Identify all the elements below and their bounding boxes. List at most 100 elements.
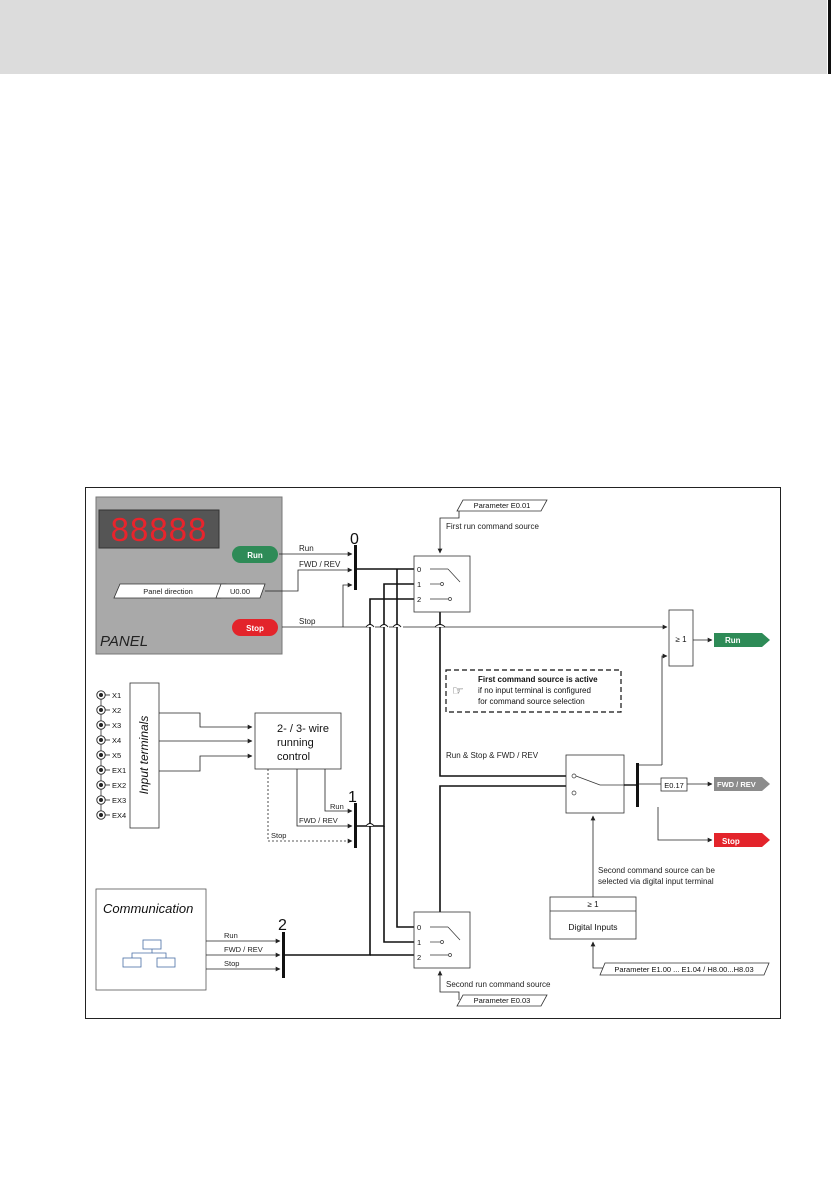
first-source-parameter: Parameter E0.01 [456, 499, 548, 512]
terminal-label: X5 [112, 751, 121, 760]
diagram-frame [85, 487, 781, 1019]
panel-stop-signal: Stop [299, 617, 316, 626]
digital-inputs-caption1: Second command source can be [598, 866, 716, 875]
panel-run-signal: Run [299, 544, 314, 553]
terminal-dot [99, 798, 103, 802]
hand-pointer-icon: ☞ [452, 683, 464, 698]
comm-run-signal: Run [224, 931, 238, 940]
combined-signal-label: Run & Stop & FWD / REV [446, 751, 539, 760]
second-switch-pos-0: 0 [417, 923, 421, 932]
digital-inputs-caption2: selected via digital input terminal [598, 877, 714, 886]
wire-control-output-lines [267, 769, 353, 844]
e017-field: E0.17 [660, 777, 688, 792]
run-output-label: Run [725, 636, 741, 645]
bus-1 [354, 803, 357, 848]
panel-direction-field: Panel direction U0.00 [113, 583, 266, 599]
panel-fwd-rev-signal: FWD / REV [299, 560, 341, 569]
second-source-switch: 0 1 2 [413, 911, 471, 969]
page-header-band [0, 0, 827, 74]
terminal-label: X4 [112, 736, 121, 745]
comm-stop-signal: Stop [224, 959, 239, 968]
second-source-parameter: Parameter E0.03 [456, 994, 548, 1007]
stop-output-label: Stop [722, 837, 740, 846]
crossover-marks [365, 624, 446, 827]
first-switch-pos-1: 1 [417, 580, 421, 589]
output-lines [639, 624, 713, 843]
bus-2-label: 2 [278, 917, 287, 934]
fwd-rev-output-flag: FWD / REV [714, 777, 770, 791]
note-title: First command source is active [478, 675, 598, 684]
terminal-label: X1 [112, 691, 121, 700]
terminal-label: X2 [112, 706, 121, 715]
panel-label: PANEL [100, 633, 148, 650]
wire-control-box: 2- / 3- wire running control [254, 712, 342, 770]
terminal-dot [99, 723, 103, 727]
second-switch-pos-2: 2 [417, 953, 421, 962]
bus-0-label: 0 [350, 531, 359, 548]
note-line2: for command source selection [478, 697, 585, 706]
wire-run-signal: Run [330, 802, 344, 811]
run-output-flag: Run [714, 633, 770, 647]
panel: 88888 PANEL Run Stop Panel direction U0.… [95, 496, 283, 655]
digital-inputs-parameter: Parameter E1.00 ... E1.04 / H8.00...H8.0… [599, 962, 770, 976]
terminal-label: EX4 [112, 811, 126, 820]
terminal-signal-lines [159, 712, 253, 772]
first-source-note: ☞ First command source is active if no i… [445, 669, 622, 713]
first-source-param-label: Parameter E0.01 [474, 501, 531, 510]
stop-output-flag: Stop [714, 833, 770, 847]
digital-inputs-label: Digital Inputs [568, 922, 617, 932]
digital-inputs-param-label: Parameter E1.00 ... E1.04 / H8.00...H8.0… [614, 965, 753, 974]
network-icon [122, 939, 176, 968]
fwd-rev-param: E0.17 [664, 781, 684, 790]
terminal-dot [99, 813, 103, 817]
panel-stop-button[interactable]: Stop [232, 619, 278, 636]
communication-block: Communication [95, 888, 207, 991]
panel-run-button-label: Run [247, 551, 263, 560]
bus-2 [282, 932, 285, 978]
terminal-dot [99, 768, 103, 772]
panel-direction-label: Panel direction [143, 587, 193, 596]
terminal-label: EX2 [112, 781, 126, 790]
second-source-caption: Second run command source [446, 980, 551, 989]
page-edge-marker [828, 0, 831, 74]
second-switch-pos-1: 1 [417, 938, 421, 947]
output-bus [636, 763, 639, 807]
seven-segment-display [98, 509, 220, 549]
communication-signal-lines [206, 938, 281, 972]
wire-control-line2: running [277, 737, 314, 749]
second-source-param-label: Parameter E0.03 [474, 996, 531, 1005]
digital-inputs-symbol: ≥ 1 [587, 900, 599, 909]
panel-direction-param: U0.00 [230, 587, 250, 596]
panel-stop-button-label: Stop [246, 624, 264, 633]
terminal-dot [99, 693, 103, 697]
first-switch-pos-0: 0 [417, 565, 421, 574]
wire-fwd-rev-signal: FWD / REV [299, 816, 338, 825]
terminal-dot [99, 738, 103, 742]
display-digits: 88888 [111, 511, 208, 548]
bus-0 [354, 545, 357, 590]
bus-1-label: 1 [348, 789, 357, 806]
first-switch-pos-2: 2 [417, 595, 421, 604]
communication-title: Communication [103, 901, 193, 916]
wire-control-line3: control [277, 751, 310, 763]
source-selector: 0 1 [565, 754, 625, 814]
panel-run-button[interactable]: Run [232, 546, 278, 563]
terminal-label: EX1 [112, 766, 126, 775]
terminal-label: X3 [112, 721, 121, 730]
first-source-caption: First run command source [446, 522, 539, 531]
first-source-switch: 0 1 2 [413, 555, 471, 613]
note-line1: if no input terminal is configured [478, 686, 591, 695]
panel-signal-lines [265, 551, 664, 628]
wire-control-line1: 2- / 3- wire [277, 723, 329, 735]
digital-inputs-block: ≥ 1 Digital Inputs [549, 896, 637, 940]
terminal-dot [99, 708, 103, 712]
or-gate: ≥ 1 [668, 609, 694, 667]
or-gate-symbol: ≥ 1 [675, 635, 687, 644]
wire-stop-signal: Stop [271, 831, 286, 840]
terminal-dot [99, 753, 103, 757]
terminal-dot [99, 783, 103, 787]
input-terminals-title: Input terminals [137, 716, 151, 795]
